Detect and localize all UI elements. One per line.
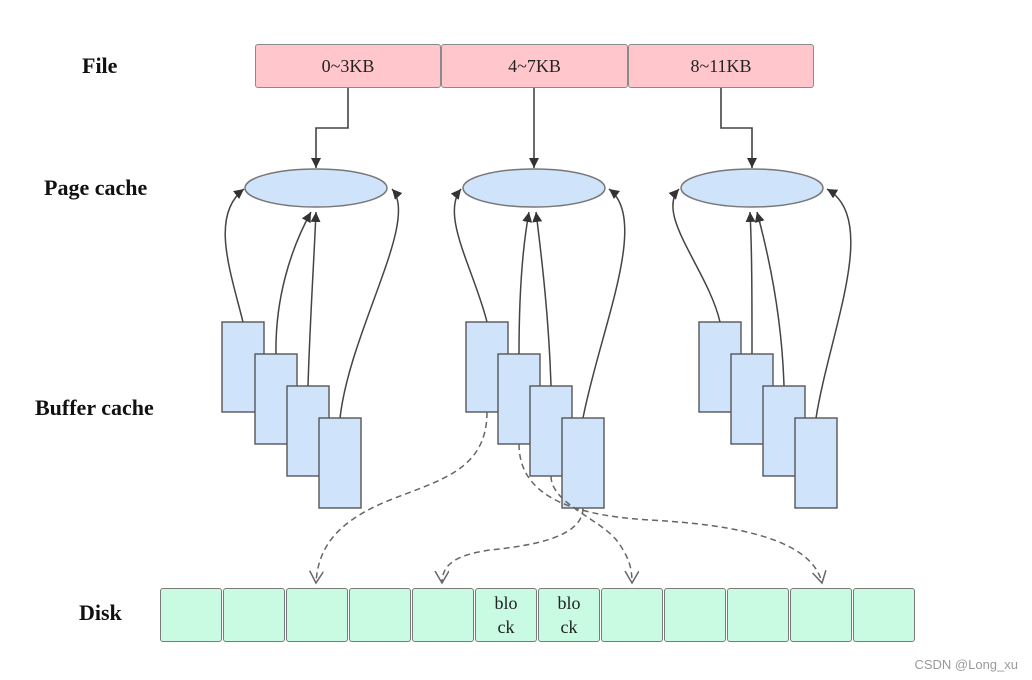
file-row-label: File [82, 53, 118, 78]
disk-block-10 [790, 588, 852, 642]
buffer-to-page-curve-1a [450, 188, 488, 323]
buffer-to-disk-dashed-arrow-2 [550, 475, 632, 583]
page-cache-ellipse-2 [680, 168, 824, 208]
disk-block-2 [286, 588, 348, 642]
buffer-to-page-curve-1c [532, 211, 552, 387]
buffer-to-page-curve-2d [815, 188, 852, 419]
buffer-to-page-curve-2a [668, 188, 721, 323]
buffer-to-page-curve-0c [307, 211, 321, 387]
disk-block-1 [223, 588, 285, 642]
buffer-block-2-3 [794, 417, 838, 509]
buffer-to-page-curve-0b [275, 211, 312, 355]
buffer-to-page-curve-2c [754, 211, 785, 387]
page-cache-row-label: Page cache [44, 175, 148, 200]
disk-block-5: blo ck [475, 588, 537, 642]
buffer-block-1-3 [561, 417, 605, 509]
buffer-to-disk-dashed-arrow-0 [316, 411, 488, 583]
file-segment-1: 4~7KB [441, 44, 628, 88]
buffer-to-page-curve-0a [224, 188, 245, 323]
buffer-cache-row-label: Buffer cache [35, 395, 154, 420]
buffer-to-page-curve-0d [339, 188, 403, 419]
buffer-to-disk-dashed-arrow-3 [518, 443, 822, 583]
file-to-page-arrow-0 [311, 88, 349, 168]
page-cache-ellipse-0 [244, 168, 388, 208]
buffer-to-disk-dashed-arrow-1 [442, 507, 584, 583]
buffer-group-1 [465, 321, 605, 509]
disk-block-4 [412, 588, 474, 642]
disk-block-8 [664, 588, 726, 642]
disk-block-6: blo ck [538, 588, 600, 642]
watermark: CSDN @Long_xu [914, 657, 1018, 672]
disk-block-3 [349, 588, 411, 642]
buffer-block-0-3 [318, 417, 362, 509]
buffer-group-0 [221, 321, 362, 509]
file-segment-2: 8~11KB [628, 44, 814, 88]
buffer-group-2 [698, 321, 838, 509]
file-segment-0: 0~3KB [255, 44, 441, 88]
disk-block-0 [160, 588, 222, 642]
disk-block-11 [853, 588, 915, 642]
disk-block-9 [727, 588, 789, 642]
disk-block-7 [601, 588, 663, 642]
file-to-page-arrow-2 [720, 88, 757, 168]
buffer-to-page-curve-1b [518, 211, 533, 355]
buffer-to-page-curve-2b [745, 211, 756, 355]
buffer-to-page-curve-1d [582, 188, 626, 419]
page-cache-ellipse-1 [462, 168, 606, 208]
disk-row-label: Disk [79, 600, 122, 625]
